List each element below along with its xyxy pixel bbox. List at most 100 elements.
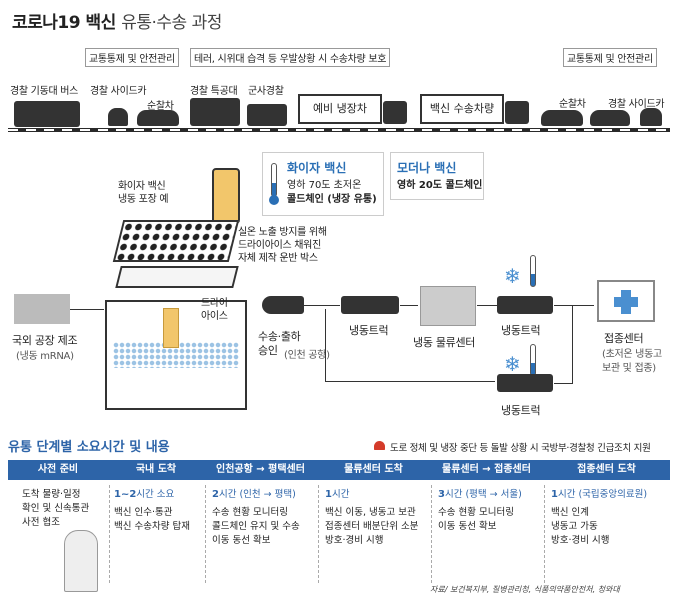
flow-line-airport [304,305,340,306]
stage-time-4: 3시간 (평택 → 서울) [438,488,522,502]
stage-divider-1 [109,485,110,583]
label-patrol-left: 순찰차 [147,101,174,112]
control-label-middle: 테러, 시위대 습격 등 우발상황 시 수송차량 보호 [190,48,391,67]
control-label-right: 교통통제 및 안전관리 [563,48,657,67]
truck-b-label: 냉동트럭 [501,324,541,337]
frozen-truck-b-icon [497,296,553,314]
vaccine-truck-trailer: 백신 수송차량 [420,94,504,124]
snowflake-icon-1: ❄ [504,264,521,288]
stage-divider-3 [318,485,319,583]
frozen-truck-c-icon [497,374,553,392]
label-patrol-right: 순찰차 [559,99,586,110]
patrol-car-icon-right-2 [590,110,630,126]
stage-time-1-value: 1~2 [114,489,137,500]
stage-divider-4 [431,485,432,583]
title-light: 유통·수송 과정 [121,13,222,33]
pfizer-title: 화이자 백신 [287,161,347,175]
pfizer-line1: 영하 70도 초저온 [287,180,362,191]
label-swat: 경찰 특공대 [190,86,238,97]
stage-time-3-sub: 시간 [331,489,350,500]
stage-time-5-sub: 시간 (국립중앙의료원) [557,489,648,500]
dry-ice-label: 드라이 아이스 [201,298,228,322]
flow-line-branch-vertical [325,309,326,381]
truck-a-label: 냉동트럭 [349,324,389,337]
officer-with-tablet-icon [64,530,98,592]
vial-tray-slot-icon [163,308,179,348]
patrol-car-icon-right [541,110,583,126]
warehouse-icon [420,286,476,326]
airport-label: 수송·출하 승인 [258,330,301,357]
stage-time-3-value: 1 [325,489,332,500]
reserve-truck-trailer: 예비 냉장차 [298,94,382,124]
reserve-truck-label: 예비 냉장차 [312,102,368,115]
factory-label: 국외 공장 제조 [12,334,78,347]
thermometer-icon-2 [530,344,536,376]
label-sidecar-left: 경찰 사이드카 [90,86,147,97]
stage-body-2: 수송 현황 모니터링 콜드체인 유지 및 수송 이동 동선 확보 [212,507,300,546]
section-note: 도로 정체 및 냉장 중단 등 돌발 상황 시 국방부·경찰청 긴급조치 지원 [390,443,651,454]
vial-tray-icon [112,220,240,262]
stage-header-1: 국내 도착 [108,460,204,480]
label-sidecar-right: 경찰 사이드카 [608,99,665,110]
stage-time-2-sub: 시간 (인천 → 평택) [218,489,296,500]
frozen-truck-a-icon [341,296,399,314]
moderna-line1: 영하 20도 콜드체인 [397,180,483,191]
control-label-left: 교통통제 및 안전관리 [85,48,179,67]
section-heading: 유통 단계별 소요시간 및 내용 [8,440,170,455]
stage-time-5-value: 1 [551,489,558,500]
stage-time-4-value: 3 [438,489,445,500]
vaccination-center-icon [597,280,655,322]
stage-header-4: 물류센터 → 접종센터 [430,460,543,480]
shipping-box-icon [105,300,247,410]
stage-time-1: 1~2시간 소요 [114,488,174,502]
warehouse-label: 냉동 물류센터 [413,336,476,349]
flow-line-center-vertical [572,305,573,383]
thermometer-icon-1 [530,255,536,287]
factory-sublabel: (냉동 mRNA) [16,351,74,362]
title-bold: 코로나19 백신 [12,13,116,33]
page-title: 코로나19 백신 유통·수송 과정 [12,8,222,33]
stage-header-3: 물류센터 도착 [317,460,430,480]
flow-line-to-center [554,305,594,306]
police-bus-icon [14,101,80,127]
pfizer-card: 화이자 백신 영하 70도 초저온 콜드체인 (냉장 유통) [262,152,384,216]
box-description: 실온 노출 방지를 위해 드라이아이스 채워진 자체 제작 운반 박스 [238,227,327,264]
vaccine-vial-icon [212,168,240,224]
stage-divider-2 [205,485,206,583]
flow-line-factory [70,309,104,310]
vaccine-truck-cab-icon [505,101,529,124]
center-label: 접종센터 [604,332,644,345]
stage-time-4-sub: 시간 (평택 → 서울) [444,489,522,500]
stage-body-3: 백신 이동, 냉동고 보관 접종센터 배분단위 소분 방호·경비 시행 [325,507,419,546]
patrol-car-icon-left [137,110,179,126]
stage-header-0: 사전 준비 [8,460,108,480]
thermometer-icon [269,163,279,207]
pfizer-line2: 콜드체인 (냉장 유통) [287,194,377,205]
stage-time-2: 2시간 (인천 → 평택) [212,488,296,502]
stage-body-5: 백신 인계 냉동고 가동 방호·경비 시행 [551,507,610,546]
source-note: 자료/ 보건복지부, 질병관리청, 식품의약품안전처, 청와대 [430,585,620,594]
box-lid-icon [115,266,239,288]
reserve-truck-cab-icon [383,101,407,124]
sidecar-icon-right [640,108,662,126]
flow-line-warehouse [477,305,497,306]
stage-header-5: 접종센터 도착 [543,460,670,480]
airplane-icon [262,296,304,314]
sidecar-icon-left [108,108,128,126]
flow-line-center-join [554,383,573,384]
truck-c-label: 냉동트럭 [501,404,541,417]
snowflake-icon-2: ❄ [504,352,521,376]
vaccine-truck-label: 백신 수송차량 [429,102,495,115]
flow-line-branch-horizontal [325,381,495,382]
label-military-police: 군사경찰 [248,86,284,97]
moderna-title: 모더나 백신 [397,161,457,175]
stage-header-2: 인천공항 → 평택센터 [204,460,317,480]
center-sublabel: (초저온 냉동고 보관 및 접종) [602,349,662,374]
stage-body-4: 수송 현황 모니터링 이동 동선 확보 [438,507,514,532]
moderna-card: 모더나 백신 영하 20도 콜드체인 [390,152,484,200]
stage-time-1-sub: 시간 소요 [136,489,175,500]
airport-sublabel: (인천 공항) [284,350,330,361]
road-markings [8,129,670,131]
stage-divider-5 [544,485,545,583]
stage-time-3: 1시간 [325,488,349,502]
